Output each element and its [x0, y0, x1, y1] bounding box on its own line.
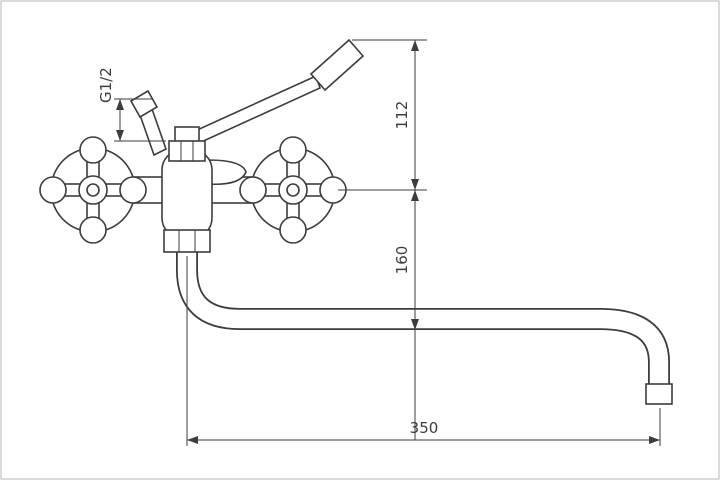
bottom-nut — [163, 229, 211, 253]
handle-lobe — [279, 216, 307, 244]
handle-lobe — [119, 176, 147, 204]
dim-arrow — [411, 190, 419, 201]
handle-lobe — [79, 136, 107, 164]
right-handle — [239, 136, 347, 244]
inlet-connector-nut — [129, 89, 159, 119]
lever-mount-nut — [168, 140, 206, 162]
left-handle — [39, 136, 147, 244]
lever-blade — [309, 38, 365, 92]
dim-arrow — [187, 436, 198, 444]
dim-arrow — [411, 179, 419, 190]
dimensions: 112 160 350 G1/2 — [97, 39, 661, 446]
diverter-knob — [207, 159, 247, 186]
thread-size-label: G1/2 — [97, 67, 115, 103]
dim-arrow — [116, 130, 124, 141]
dim-arrow — [116, 99, 124, 110]
handle-lobe — [79, 216, 107, 244]
handle-hub-center — [286, 183, 300, 197]
dim-arrow — [411, 319, 419, 330]
inlet-pipe — [139, 107, 167, 157]
dim-arrow — [649, 436, 660, 444]
faucet — [39, 38, 673, 405]
handle-lobe — [239, 176, 267, 204]
spout-tube-body — [177, 248, 669, 387]
dim-label-lever-height: 112 — [393, 101, 411, 130]
handle-hub-center — [86, 183, 100, 197]
faucet-body — [161, 149, 213, 239]
dim-arrow — [411, 40, 419, 51]
spout-outlet-nozzle — [645, 383, 673, 405]
dim-label-spout-drop: 160 — [393, 246, 411, 275]
dim-label-spout-reach: 350 — [410, 419, 439, 437]
handle-lobe — [39, 176, 67, 204]
handle-lobe — [279, 136, 307, 164]
lever-arm — [183, 74, 321, 150]
